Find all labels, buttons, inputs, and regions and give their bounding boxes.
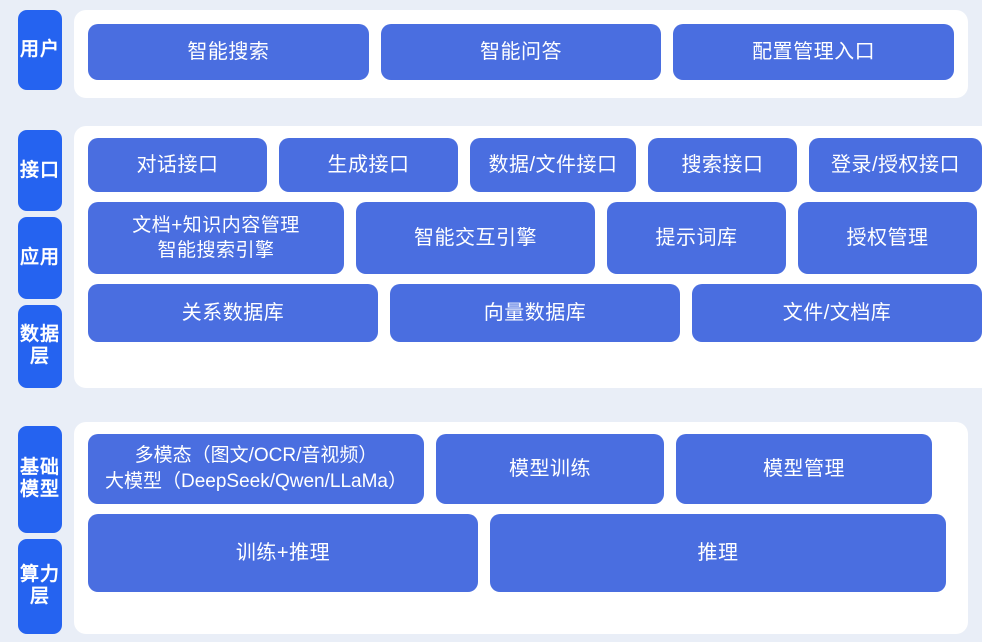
row-compute-layer: 训练+推理 推理 [88, 514, 954, 592]
tag-column-bottom: 基础模型 算力层 [0, 414, 62, 642]
row-application: 文档+知识内容管理 智能搜索引擎 智能交互引擎 提示词库 授权管理 [88, 202, 982, 274]
box-config-management-entry[interactable]: 配置管理入口 [673, 24, 955, 80]
box-smart-search[interactable]: 智能搜索 [88, 24, 369, 80]
row-user-entries: 智能搜索 智能问答 配置管理入口 [88, 24, 955, 80]
layer-section-middle: 接口 应用 数据层 对话接口 生成接口 数据/文件接口 搜索接口 登录/授权接口… [0, 118, 982, 396]
box-authorization-management[interactable]: 授权管理 [798, 202, 977, 274]
layer-section-bottom: 基础模型 算力层 多模态（图文/OCR/音视频） 大模型（DeepSeek/Qw… [0, 414, 982, 642]
box-dialog-api[interactable]: 对话接口 [88, 138, 267, 192]
tag-column-middle: 接口 应用 数据层 [0, 118, 62, 396]
row-data-layer: 关系数据库 向量数据库 文件/文档库 [88, 284, 982, 342]
row-foundation-model: 多模态（图文/OCR/音视频） 大模型（DeepSeek/Qwen/LLaMa）… [88, 434, 954, 504]
panel-bottom: 多模态（图文/OCR/音视频） 大模型（DeepSeek/Qwen/LLaMa）… [74, 422, 968, 634]
panel-user: 智能搜索 智能问答 配置管理入口 [74, 10, 968, 98]
box-model-management[interactable]: 模型管理 [676, 434, 932, 504]
box-file-document-store[interactable]: 文件/文档库 [692, 284, 982, 342]
row-interface: 对话接口 生成接口 数据/文件接口 搜索接口 登录/授权接口 [88, 138, 982, 192]
box-inference[interactable]: 推理 [490, 514, 946, 592]
box-smart-interaction-engine[interactable]: 智能交互引擎 [356, 202, 595, 274]
layer-tag-user: 用户 [18, 10, 62, 90]
layer-tag-application: 应用 [18, 217, 62, 299]
layer-tag-foundation-model: 基础模型 [18, 426, 62, 533]
box-vector-database[interactable]: 向量数据库 [390, 284, 680, 342]
panel-middle: 对话接口 生成接口 数据/文件接口 搜索接口 登录/授权接口 文档+知识内容管理… [74, 126, 982, 388]
box-training-inference[interactable]: 训练+推理 [88, 514, 478, 592]
layer-tag-interface: 接口 [18, 130, 62, 212]
box-prompt-library[interactable]: 提示词库 [607, 202, 786, 274]
box-search-api[interactable]: 搜索接口 [648, 138, 797, 192]
box-smart-qa[interactable]: 智能问答 [380, 24, 662, 80]
box-model-training[interactable]: 模型训练 [436, 434, 664, 504]
layer-tag-compute: 算力层 [18, 538, 62, 634]
box-data-file-api[interactable]: 数据/文件接口 [470, 138, 636, 192]
layer-tag-data: 数据层 [18, 304, 62, 388]
box-generation-api[interactable]: 生成接口 [279, 138, 458, 192]
box-multimodal-large-model[interactable]: 多模态（图文/OCR/音视频） 大模型（DeepSeek/Qwen/LLaMa） [88, 434, 424, 504]
box-doc-knowledge-management[interactable]: 文档+知识内容管理 智能搜索引擎 [88, 202, 344, 274]
box-relational-database[interactable]: 关系数据库 [88, 284, 378, 342]
box-login-auth-api[interactable]: 登录/授权接口 [809, 138, 982, 192]
layer-section-user: 用户 智能搜索 智能问答 配置管理入口 [0, 0, 982, 108]
tag-column-user: 用户 [0, 0, 62, 108]
